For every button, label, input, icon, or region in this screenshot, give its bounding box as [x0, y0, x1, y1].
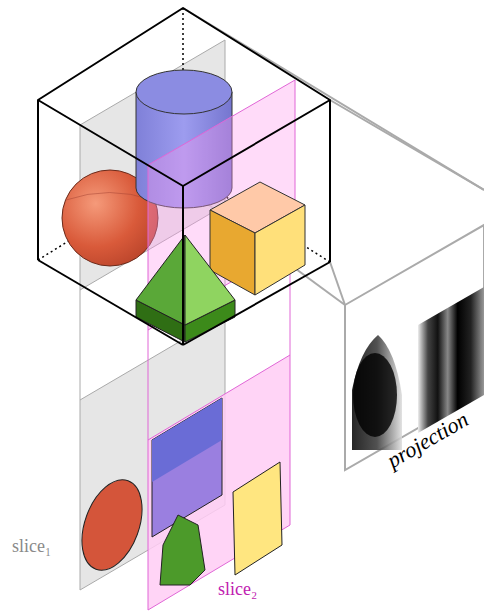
slice-label: slice₁: [12, 537, 51, 555]
slice-label: slice₂: [218, 580, 257, 598]
